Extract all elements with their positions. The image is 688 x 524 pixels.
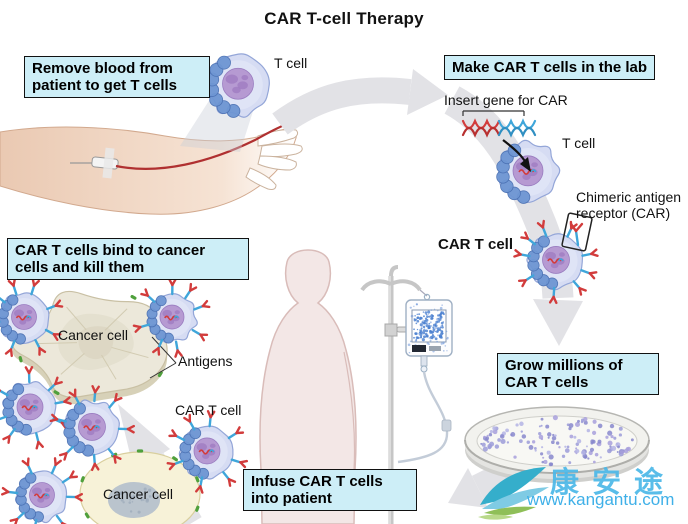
label-car-t-cell-small: CAR T cell bbox=[175, 403, 241, 419]
label-car-receptor: Chimeric antigen receptor (CAR) bbox=[576, 190, 686, 221]
label-insert-gene: Insert gene for CAR bbox=[444, 93, 568, 109]
label-car-t-cell: CAR T cell bbox=[438, 237, 513, 254]
label-cancer-cell-top: Cancer cell bbox=[58, 328, 128, 344]
step-box-remove-blood: Remove blood from patient to get T cells bbox=[24, 56, 210, 98]
step-box-infuse: Infuse CAR T cells into patient bbox=[243, 469, 417, 511]
label-t-cell-lab: T cell bbox=[562, 136, 595, 152]
step-box-bind-kill: CAR T cells bind to cancer cells and kil… bbox=[7, 238, 249, 280]
label-antigens: Antigens bbox=[178, 354, 232, 370]
step-box-grow-cells: Grow millions of CAR T cells bbox=[497, 353, 659, 395]
car-t-cell-illustration bbox=[2, 458, 82, 524]
page-title: CAR T-cell Therapy bbox=[0, 9, 688, 29]
arm-illustration bbox=[0, 122, 302, 214]
label-cancer-cell-bottom: Cancer cell bbox=[103, 487, 173, 503]
step-box-make-car-t: Make CAR T cells in the lab bbox=[444, 55, 655, 80]
label-t-cell-top: T cell bbox=[274, 56, 307, 72]
watermark-url: www.kangantu.com bbox=[527, 490, 674, 510]
